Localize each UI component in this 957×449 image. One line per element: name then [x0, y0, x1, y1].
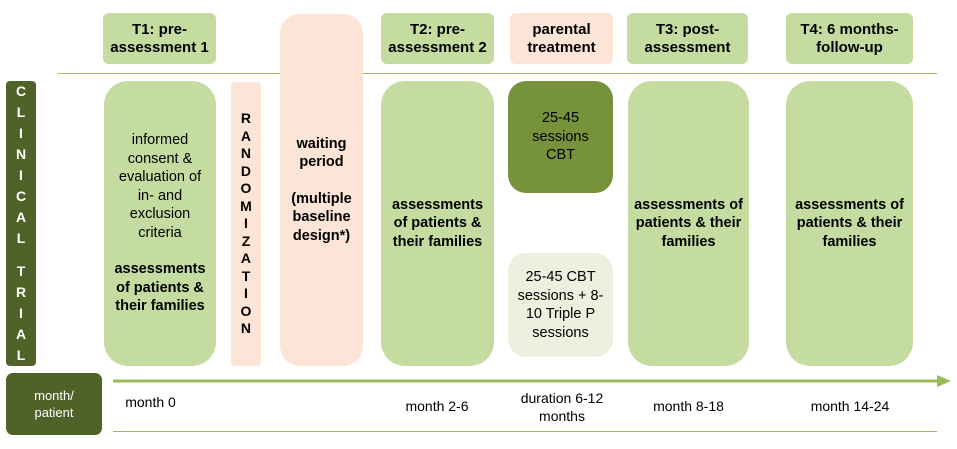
t2-box: assessments of patients & their families [381, 81, 494, 366]
t3-box: assessments of patients & their families [628, 81, 749, 366]
t3-assessment-text: assessments of patients & their families [634, 196, 743, 250]
month-patient-label: month/ patient [6, 373, 102, 435]
vertical-letter: T [16, 263, 26, 279]
vertical-letter: L [16, 230, 26, 246]
month-8-18-label: month 8-18 [653, 398, 724, 414]
vertical-letter: A [240, 250, 252, 267]
header-t2-label: T2: pre-assessment 2 [388, 20, 487, 56]
vertical-letter: I [244, 285, 248, 302]
vertical-letter: C [15, 188, 27, 204]
header-t4-label: T4: 6 months-follow-up [800, 20, 899, 56]
t2-assessment-text: assessments of patients & their families [391, 196, 484, 250]
vertical-letter: O [240, 180, 252, 197]
header-divider [58, 73, 937, 74]
vertical-letter: O [240, 302, 252, 319]
vertical-letter: M [240, 197, 252, 214]
vertical-letter: L [16, 104, 26, 120]
vertical-letter: N [240, 145, 252, 162]
month-14-24-label: month 14-24 [810, 398, 890, 414]
vertical-letter: I [19, 305, 23, 321]
t1-screening-text: informed consent & evaluation of in- and… [118, 132, 202, 241]
vertical-letter: N [15, 146, 27, 162]
t4-assessment-text: assessments of patients & their families [795, 196, 904, 250]
vertical-letter: C [15, 83, 27, 99]
vertical-letter: A [15, 326, 27, 342]
vertical-letter: I [244, 215, 248, 232]
month-0-label: month 0 [125, 394, 176, 410]
vertical-letter: R [15, 284, 27, 300]
header-t1: T1: pre-assessment 1 [103, 13, 216, 64]
waiting-period-box: waiting period (multiple baseline design… [280, 14, 363, 366]
header-parental: parental treatment [510, 13, 613, 64]
cbt-triple-p-box: 25-45 CBT sessions + 8-10 Triple P sessi… [508, 253, 613, 357]
vertical-letter: I [19, 167, 23, 183]
t4-box: assessments of patients & their families [786, 81, 913, 366]
t1-box: informed consent & evaluation of in- and… [104, 81, 216, 366]
vertical-letter: A [15, 209, 27, 225]
t1-assessment-text: assessments of patients & their families [114, 261, 206, 315]
month-2-6-label: month 2-6 [405, 398, 469, 414]
duration-label: duration 6-12 months [520, 390, 604, 424]
cbt-triple-p-text: 25-45 CBT sessions + 8-10 Triple P sessi… [517, 269, 604, 341]
cbt-box: 25-45 sessions CBT [508, 81, 613, 193]
header-t3: T3: post-assessment [627, 13, 748, 64]
waiting-period-text: waiting period [296, 135, 347, 171]
baseline-design-text: (multiple baseline design*) [291, 190, 352, 244]
cbt-text: 25-45 sessions CBT [532, 110, 589, 164]
month-patient-text: month/ patient [34, 388, 74, 420]
vertical-letter: R [240, 110, 252, 127]
header-parental-label: parental treatment [527, 20, 596, 56]
header-t3-label: T3: post-assessment [644, 20, 731, 56]
vertical-letter: D [240, 162, 252, 179]
bottom-divider [113, 431, 937, 432]
header-t2: T2: pre-assessment 2 [381, 13, 494, 64]
vertical-letter: N [240, 320, 252, 337]
vertical-letter: L [16, 347, 26, 363]
vertical-letter: I [19, 125, 23, 141]
header-t1-label: T1: pre-assessment 1 [110, 20, 209, 56]
vertical-letter: A [240, 127, 252, 144]
vertical-letter: Z [241, 232, 251, 249]
header-t4: T4: 6 months-follow-up [786, 13, 913, 64]
vertical-letter: T [241, 267, 251, 284]
